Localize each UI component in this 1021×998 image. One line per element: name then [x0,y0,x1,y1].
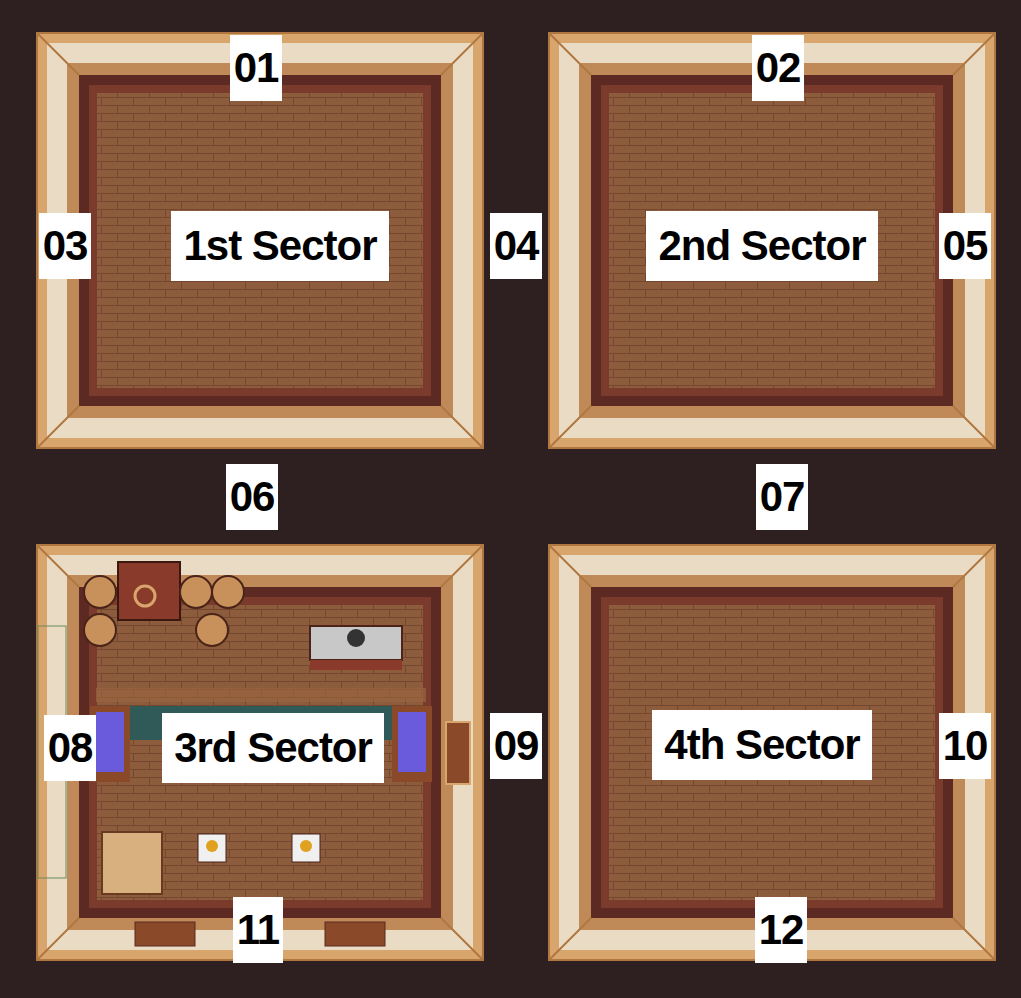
callout-number: 02 [752,35,805,101]
callout-number: 10 [939,713,992,779]
sector-label: 3rd Sector [162,713,384,783]
callout-number: 12 [755,897,808,963]
sector-label: 2nd Sector [646,211,877,281]
room [37,33,483,448]
callout-number: 03 [39,213,92,279]
callout-number: 01 [230,35,283,101]
furniture [38,562,470,946]
callout-number: 04 [490,213,543,279]
sector-label: 4th Sector [652,710,871,780]
callout-number: 11 [233,897,283,963]
room [549,33,995,448]
sector-label: 1st Sector [171,211,388,281]
callout-number: 06 [226,464,279,530]
callout-number: 08 [44,715,97,781]
callout-number: 09 [490,713,543,779]
callout-number: 07 [756,464,809,530]
callout-number: 05 [939,213,992,279]
